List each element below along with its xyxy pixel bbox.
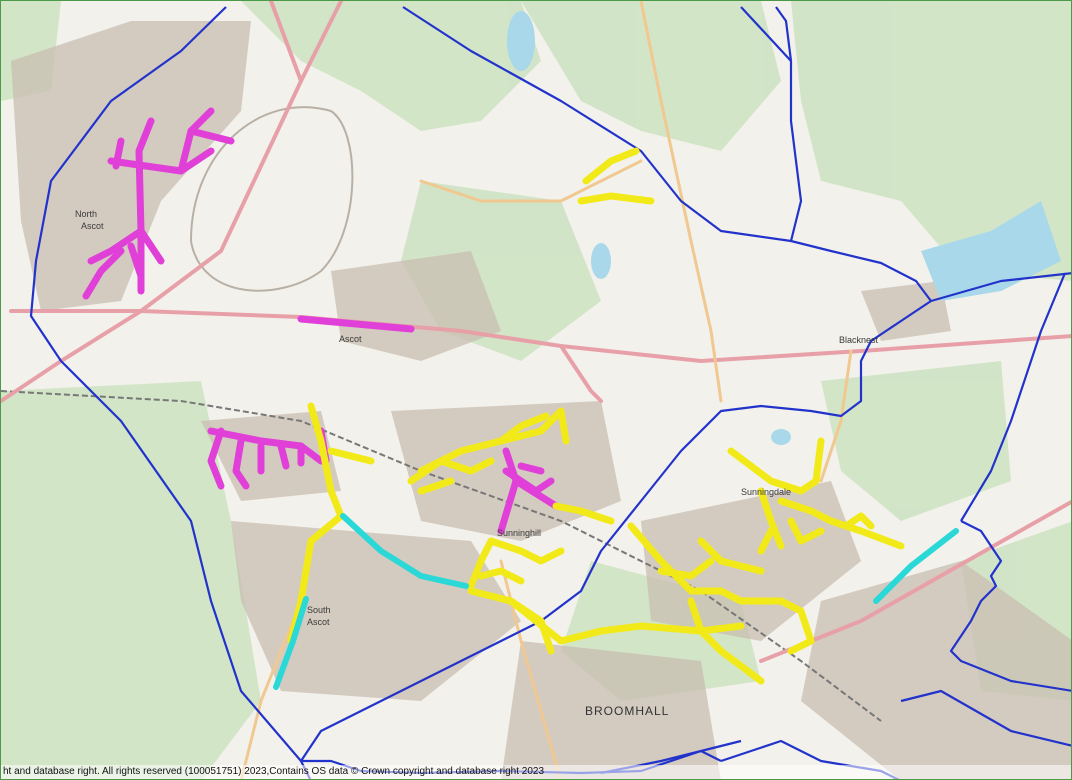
- yellow-highlighted-roads: [287, 147, 905, 685]
- place-label-south-ascot-line1: South: [307, 605, 331, 615]
- place-label-sunninghill: Sunninghill: [497, 528, 541, 538]
- place-label-south-ascot-line2: Ascot: [307, 617, 330, 627]
- place-label-blacknest: Blacknest: [839, 335, 879, 345]
- place-label-north-ascot-line1: North: [75, 209, 97, 219]
- magenta-highlighted-roads: [82, 107, 560, 535]
- place-label-sunningdale: Sunningdale: [741, 487, 791, 497]
- copyright-notice: ht and database right. All rights reserv…: [1, 765, 1071, 779]
- water-features: [507, 11, 1061, 445]
- cyan-highlighted-roads: [273, 513, 959, 690]
- railway-line: [1, 390, 882, 722]
- place-label-north-ascot-line2: Ascot: [81, 221, 104, 231]
- place-label-ascot: Ascot: [339, 334, 362, 344]
- b-roads: [239, 1, 853, 779]
- place-label-broomhall: BROOMHALL: [585, 704, 669, 718]
- a-roads: [1, 1, 1071, 663]
- place-labels: North Ascot Ascot Sunninghill Sunningdal…: [75, 209, 879, 718]
